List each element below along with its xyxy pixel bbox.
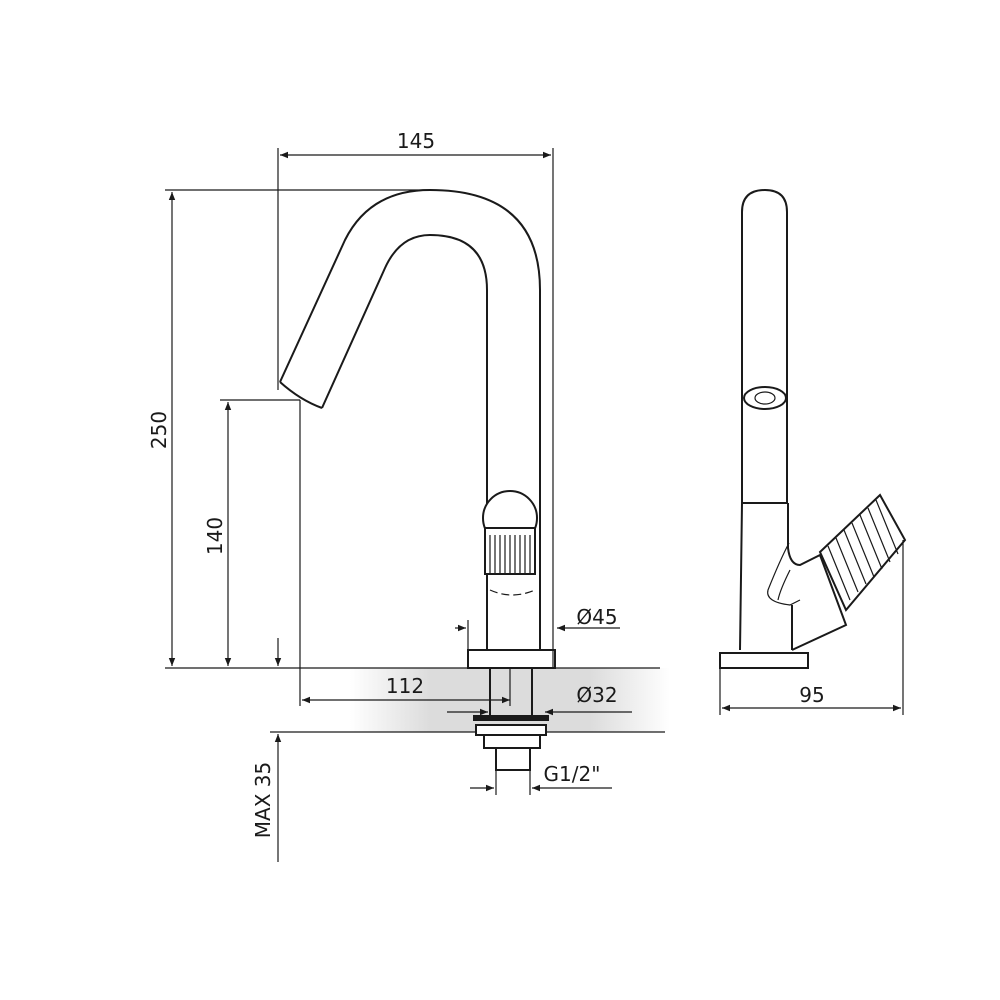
faucet-front-view <box>279 188 556 771</box>
dim-diameter-32: Ø32 <box>576 683 617 707</box>
dim-140: 140 <box>203 517 227 555</box>
dimension-lines <box>165 148 904 862</box>
dim-diameter-45: Ø45 <box>576 605 617 629</box>
dim-max-35: MAX 35 <box>251 762 275 838</box>
dim-250: 250 <box>147 411 171 449</box>
faucet-side-view <box>719 188 907 669</box>
dim-112: 112 <box>386 674 424 698</box>
dim-95: 95 <box>799 683 824 707</box>
dim-thread: G1/2" <box>544 762 601 786</box>
knurl-lines <box>489 535 531 573</box>
dim-145: 145 <box>397 129 435 153</box>
